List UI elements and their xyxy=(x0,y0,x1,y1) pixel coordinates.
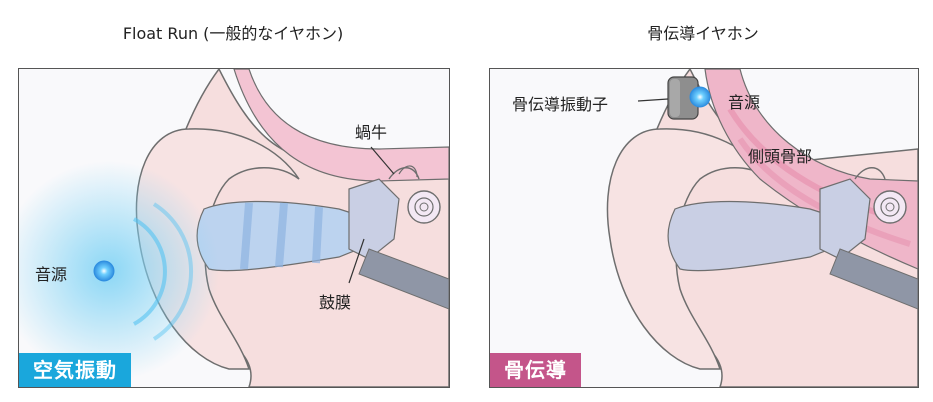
sound-source-label: 音源 xyxy=(728,93,761,112)
cochlea xyxy=(873,190,907,224)
auditory-nerve xyxy=(358,248,449,310)
eardrum-label: 鼓膜 xyxy=(319,293,352,312)
right-panel-title: 骨伝導イヤホン xyxy=(647,24,759,43)
left-panel-title: Float Run (一般的なイヤホン) xyxy=(122,24,344,43)
sound-wave-glow xyxy=(19,161,219,381)
cochlea xyxy=(407,190,441,224)
temporal-bone-label: 側頭骨部 xyxy=(748,147,813,166)
cochlea-label: 蝸牛 xyxy=(355,123,388,142)
air-conduction-diagram xyxy=(19,69,449,387)
air-conduction-panel: 音源 蝸牛 鼓膜 空気振動 xyxy=(18,68,450,388)
auditory-nerve xyxy=(829,248,918,310)
sound-source-label: 音源 xyxy=(35,265,68,284)
skull-bone xyxy=(233,69,449,182)
middle-ear-bone xyxy=(348,178,400,260)
bone-conduction-diagram xyxy=(606,69,918,387)
bone-sound-source-dot xyxy=(689,86,711,108)
ear-canal xyxy=(667,200,836,272)
sound-source-dot xyxy=(93,260,115,282)
middle-ear-bone xyxy=(819,178,871,260)
air-vibration-badge: 空気振動 xyxy=(19,353,131,387)
transducer-label: 骨伝導振動子 xyxy=(512,95,609,114)
bone-conduction-panel: 骨伝導振動子 音源 側頭骨部 骨伝導 xyxy=(489,68,919,388)
bone-conduction-badge: 骨伝導 xyxy=(490,353,581,387)
